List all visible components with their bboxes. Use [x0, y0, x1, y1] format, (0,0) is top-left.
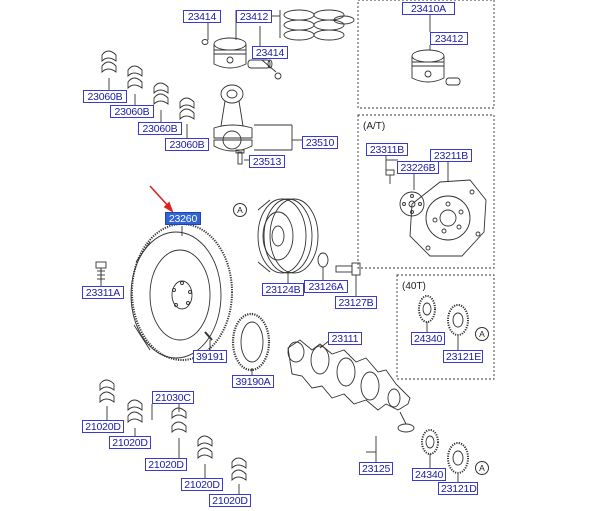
part-label-23124B[interactable]: 23124B	[262, 283, 304, 296]
piston-pin-icon	[247, 59, 273, 69]
crankshaft-pulley-icon	[257, 198, 319, 274]
rod-bolt-icon	[235, 149, 245, 165]
part-label-23060B-4[interactable]: 23060B	[165, 138, 209, 151]
flexplate-icon	[409, 179, 487, 257]
part-label-23510[interactable]: 23510	[302, 136, 338, 149]
part-label-23260-highlighted[interactable]: 23260	[165, 212, 201, 225]
part-label-23121E[interactable]: 23121E	[443, 350, 483, 363]
piston-rings-icon	[283, 9, 355, 41]
panel-40t	[396, 274, 495, 380]
part-label-23121D[interactable]: 23121D	[438, 482, 478, 495]
piston-icon	[213, 37, 247, 69]
part-label-23412-option[interactable]: 23412	[430, 32, 468, 45]
crank-sprocket-icon	[421, 429, 439, 455]
part-label-23410A[interactable]: 23410A	[402, 2, 455, 15]
balance-gear-icon	[447, 442, 469, 474]
panel-title-at: (A/T)	[363, 121, 386, 132]
part-label-23412-rings[interactable]: 23412	[236, 10, 272, 23]
gear-40t-icon	[447, 304, 469, 336]
piston-clip-icon-2	[274, 72, 282, 80]
part-label-23414-pin[interactable]: 23414	[252, 46, 288, 59]
part-label-23226B[interactable]: 23226B	[397, 161, 439, 174]
part-label-24340-40t[interactable]: 24340	[411, 332, 445, 345]
part-label-23211B[interactable]: 23211B	[430, 149, 472, 162]
crankshaft-icon	[287, 339, 415, 433]
part-label-23311B[interactable]: 23311B	[366, 143, 408, 156]
panel-title-40t: (40T)	[402, 281, 426, 292]
part-label-21020D-3[interactable]: 21020D	[145, 458, 187, 471]
flywheel-icon	[130, 223, 233, 361]
piston-option-icon	[411, 49, 461, 86]
part-label-23125[interactable]: 23125	[359, 462, 393, 475]
connecting-rod-icon	[213, 84, 253, 152]
pulley-bolt-icon	[335, 262, 361, 276]
highlight-arrow	[149, 185, 174, 213]
callout-a-pulley: A	[233, 203, 247, 217]
part-label-21020D-2[interactable]: 21020D	[109, 436, 151, 449]
part-label-23414-clip[interactable]: 23414	[183, 10, 221, 23]
flexplate-bolt-icon	[385, 169, 395, 184]
part-label-23127B[interactable]: 23127B	[335, 296, 377, 309]
sprocket-40t-icon	[418, 295, 436, 323]
part-label-23060B-3[interactable]: 23060B	[138, 122, 182, 135]
part-label-23126A[interactable]: 23126A	[304, 280, 348, 293]
bearing-shells-icon	[101, 50, 195, 121]
part-label-21020D-5[interactable]: 21020D	[209, 494, 251, 507]
washer-icon	[317, 252, 329, 268]
callout-a-bottom: A	[475, 461, 489, 475]
part-label-39190A[interactable]: 39190A	[232, 375, 274, 388]
part-label-23060B-1[interactable]: 23060B	[83, 90, 127, 103]
dowel-pin-icon	[204, 331, 213, 341]
part-label-21030C[interactable]: 21030C	[152, 391, 194, 404]
main-bearing-shells-icon	[99, 379, 247, 482]
part-label-23111[interactable]: 23111	[328, 332, 362, 345]
part-label-23311A[interactable]: 23311A	[82, 286, 124, 299]
part-label-39191[interactable]: 39191	[193, 350, 227, 363]
panel-piston-option	[357, 0, 495, 109]
part-label-21020D-4[interactable]: 21020D	[181, 478, 223, 491]
part-label-24340-bottom[interactable]: 24340	[412, 468, 446, 481]
part-label-23060B-2[interactable]: 23060B	[110, 105, 154, 118]
piston-clip-icon	[201, 39, 209, 45]
part-label-23513[interactable]: 23513	[249, 155, 285, 168]
reluctor-ring-icon	[231, 312, 271, 372]
panel-at	[357, 114, 495, 269]
part-label-21020D-1[interactable]: 21020D	[82, 420, 124, 433]
callout-a-40t: A	[475, 327, 489, 341]
